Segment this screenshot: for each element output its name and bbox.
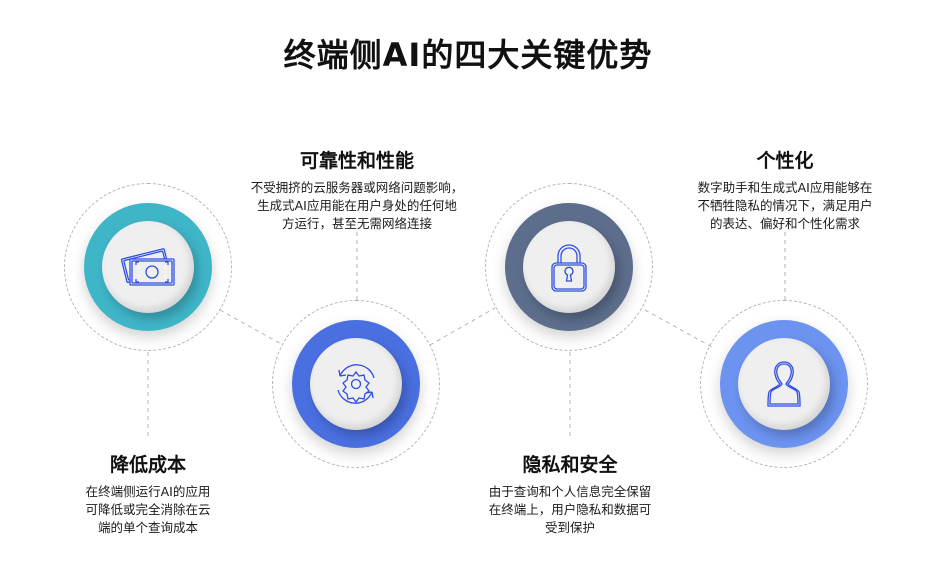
- text-personalization: 个性化 数字助手和生成式AI应用能够在 不牺牲隐私的情况下，满足用户 的表达、偏…: [670, 146, 900, 233]
- node-privacy: [485, 183, 655, 353]
- user-icon: [767, 361, 801, 407]
- icon-face: [310, 338, 402, 430]
- desc-line: 在终端侧运行AI的应用: [85, 484, 211, 499]
- text-reliability: 可靠性和性能 不受拥挤的云服务器或网络问题影响， 生成式AI应用能在用户身处的任…: [222, 146, 492, 233]
- dashed-orbit: [272, 300, 440, 468]
- icon-face: [738, 338, 830, 430]
- desc-line: 不牺牲隐私的情况下，满足用户: [697, 198, 873, 213]
- desc-line: 方运行，甚至无需网络连接: [281, 216, 432, 231]
- heading-reliability: 可靠性和性能: [299, 150, 414, 172]
- desc-line: 可降低或完全消除在云: [85, 502, 211, 517]
- dashed-orbit: [485, 183, 653, 351]
- desc-line: 的表达、偏好和个性化需求: [709, 216, 860, 231]
- node-cost: [64, 183, 234, 353]
- desc-line: 端的单个查询成本: [97, 520, 198, 535]
- desc-line: 数字助手和生成式AI应用能够在: [697, 180, 873, 195]
- text-cost: 降低成本 在终端侧运行AI的应用 可降低或完全消除在云 端的单个查询成本: [58, 450, 238, 537]
- dashed-orbit: [700, 300, 868, 468]
- heading-cost: 降低成本: [109, 454, 186, 476]
- money-bills-icon: [120, 248, 175, 286]
- desc-line: 生成式AI应用能在用户身处的任何地: [257, 198, 457, 213]
- padlock-icon: [551, 244, 587, 292]
- heading-privacy: 隐私和安全: [522, 454, 618, 476]
- dashed-orbit: [64, 183, 232, 351]
- page-title: 终端侧AI的四大关键优势: [283, 36, 653, 74]
- node-reliability: [272, 300, 442, 470]
- heading-personalization: 个性化: [756, 150, 814, 172]
- node-personalization: [700, 300, 870, 470]
- desc-line: 在终端上，用户隐私和数据可: [488, 502, 652, 517]
- desc-line: 由于查询和个人信息完全保留: [488, 484, 652, 499]
- text-privacy: 隐私和安全 由于查询和个人信息完全保留 在终端上，用户隐私和数据可 受到保护: [470, 450, 670, 537]
- gear-refresh-icon: [337, 364, 375, 404]
- desc-line: 不受拥挤的云服务器或网络问题影响，: [250, 180, 464, 195]
- desc-line: 受到保护: [544, 520, 595, 535]
